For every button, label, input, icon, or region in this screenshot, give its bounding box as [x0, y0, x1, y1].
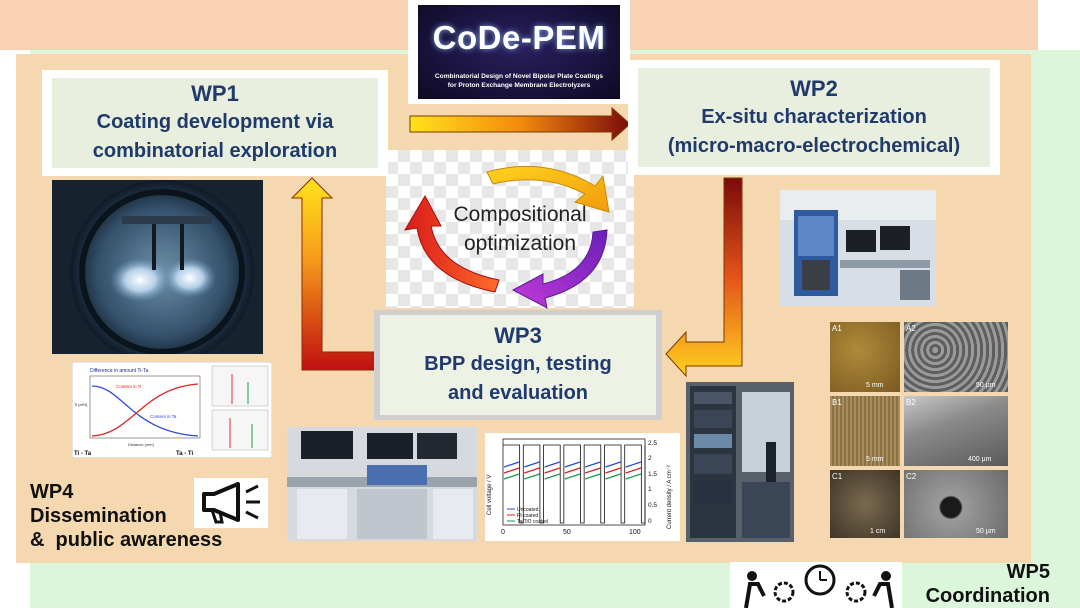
- sem-scale-c2: 50 µm: [976, 528, 996, 535]
- wp2-panel: WP2 Ex-situ characterization (micro-macr…: [638, 68, 990, 167]
- center-label-line2: optimization: [463, 232, 577, 255]
- echem-trace-pt: [503, 467, 642, 474]
- echem-trace-tatio: [503, 473, 642, 480]
- echem-legend-pt: Pt coated: [517, 513, 538, 519]
- wp3-panel: WP3 BPP design, testing and evaluation: [380, 315, 656, 415]
- echem-ytick-4: 0.5: [648, 502, 657, 509]
- wp1-box: WP1 Coating development via combinatoria…: [42, 70, 388, 176]
- sem-image-b1: [830, 396, 900, 466]
- center-label-line1: Compositional: [453, 203, 587, 226]
- sem-label-b1: B1: [832, 398, 842, 407]
- echem-xtick-1: 50: [563, 529, 571, 536]
- echem-ytick-1: 2: [648, 455, 652, 462]
- lab-instrument-photo: [780, 190, 936, 306]
- sem-image-grid: A1 A2 B1 B2 C1 C2 5 mm 50 µm 5 mm 400 µm…: [830, 322, 1008, 538]
- arrow-wp1-to-wp2: [409, 106, 631, 142]
- comp-chart-title: Difference in amount Ti-Ta: [90, 368, 148, 374]
- echem-xtick-0: 0: [501, 529, 505, 536]
- comp-ylabel: Ti [at%]: [74, 402, 87, 407]
- test-station-photo: [686, 382, 794, 542]
- echem-ylabel-left: Cell voltage / V: [487, 475, 493, 515]
- echem-xtick-2: 100: [629, 529, 641, 536]
- center-label: Compositional optimization: [420, 200, 620, 258]
- wp2-line2: (micro-macro-electrochemical): [667, 134, 961, 157]
- wp1-title: WP1: [191, 81, 239, 106]
- comp-right-label: Ta - Ti: [176, 451, 193, 457]
- wp1-panel: WP1 Coating development via combinatoria…: [52, 78, 378, 168]
- electrochem-chart: Cell voltage / V Current density / A cm⁻…: [485, 433, 680, 541]
- echem-ytick-2: 1.5: [648, 471, 657, 478]
- wp1-line1: Coating development via: [96, 111, 334, 133]
- echem-current-trace: [503, 444, 646, 524]
- sem-label-b2: B2: [906, 398, 916, 407]
- logo-subtitle-line1: Combinatorial Design of Novel Bipolar Pl…: [434, 73, 604, 80]
- wp5-title: WP5: [1006, 561, 1050, 583]
- wp2-title: WP2: [790, 75, 838, 101]
- sem-label-c2: C2: [906, 472, 917, 481]
- wp3-box: WP3 BPP design, testing and evaluation: [374, 310, 662, 420]
- wp4-label: WP4 Dissemination & public awareness: [30, 480, 260, 552]
- coordination-icon: [730, 562, 902, 609]
- codepem-logo: CoDe-PEM Combinatorial Design of Novel B…: [408, 0, 630, 104]
- wp5-line1: Coordination: [925, 585, 1050, 607]
- sem-image-a2: [904, 322, 1008, 392]
- sem-scale-a1: 5 mm: [866, 382, 884, 389]
- composition-chart: Difference in amount Ti-Ta Content in Ti…: [72, 362, 272, 458]
- wp4-title: WP4: [30, 481, 74, 503]
- logo-title: CoDe-PEM: [432, 19, 606, 56]
- wp3-line1: BPP design, testing: [424, 353, 612, 375]
- sem-scale-c1: 1 cm: [870, 528, 886, 535]
- sem-label-c1: C1: [832, 472, 843, 481]
- wp4-line2: & public awareness: [30, 529, 223, 551]
- logo-panel: CoDe-PEM Combinatorial Design of Novel B…: [418, 5, 620, 99]
- comp-left-label: Ti - Ta: [74, 451, 92, 457]
- comp-series-ta: Content in Ta: [150, 414, 177, 419]
- echem-plot-area: [503, 444, 646, 524]
- sputter-chamber-photo: [52, 180, 263, 354]
- echem-ylabel-right: Current density / A cm⁻²: [667, 465, 673, 529]
- sem-image-c1: [830, 470, 900, 538]
- sem-scale-b1: 5 mm: [866, 456, 884, 463]
- sem-image-c2: [904, 470, 1008, 538]
- comp-xlabel: Distance [mm]: [128, 442, 154, 447]
- echem-ytick-0: 2.5: [648, 440, 657, 447]
- cycle-arrows-icon: [404, 165, 610, 309]
- sem-label-a2: A2: [906, 324, 916, 333]
- wp3-line2: and evaluation: [447, 382, 589, 404]
- sem-image-b2: [904, 396, 1008, 466]
- megaphone-icon: [194, 478, 268, 528]
- echem-ytick-3: 1: [648, 486, 652, 493]
- arrow-wp2-to-wp3: [665, 177, 743, 378]
- wp3-title: WP3: [494, 323, 542, 348]
- wp4-line1: Dissemination: [30, 505, 167, 527]
- echem-ytick-5: 0: [648, 518, 652, 525]
- echem-legend-tatio: Ta/TiO coated: [517, 519, 548, 525]
- wp1-line2: combinatorial exploration: [92, 140, 338, 162]
- wp2-box: WP2 Ex-situ characterization (micro-macr…: [628, 60, 1000, 175]
- wp2-line1: Ex-situ characterization: [701, 105, 927, 128]
- arrow-wp3-to-wp1: [290, 177, 375, 371]
- sem-label-a1: A1: [832, 324, 842, 333]
- logo-subtitle-line2: for Proton Exchange Membrane Electrolyze…: [447, 82, 591, 89]
- wp5-label: WP5 Coordination: [904, 560, 1050, 608]
- comp-series-ti: Content in Ti: [116, 384, 141, 389]
- lab-bench-photo: [287, 427, 477, 541]
- echem-trace-uncoated: [503, 461, 642, 468]
- sem-image-a1: [830, 322, 900, 392]
- sem-scale-a2: 50 µm: [976, 382, 996, 389]
- sem-scale-b2: 400 µm: [968, 456, 992, 463]
- echem-legend-uncoated: Uncoated: [517, 507, 539, 513]
